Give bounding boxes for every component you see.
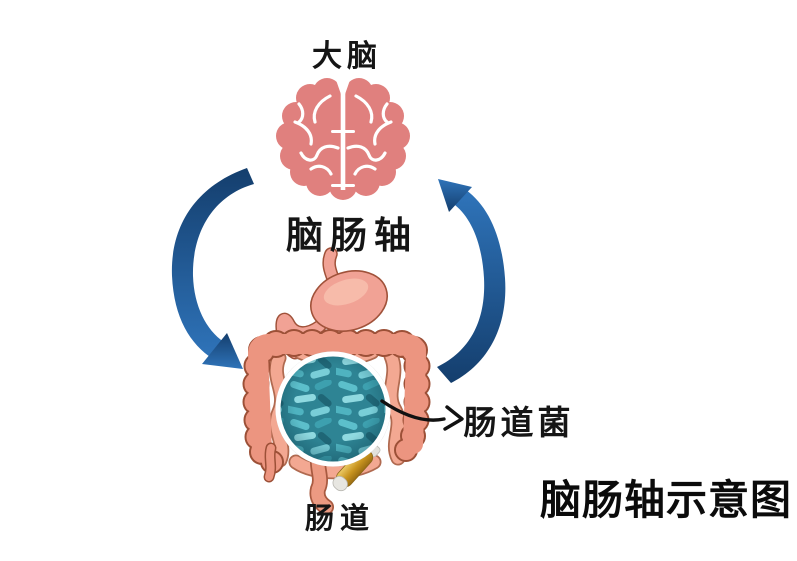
brain-icon <box>276 78 410 200</box>
brain-label: 大脑 <box>312 39 382 74</box>
axis-label: 脑肠轴 <box>286 213 418 257</box>
magnifier-icon <box>275 351 391 492</box>
pointer-arrow-icon <box>380 399 464 431</box>
cycle-arrow-right-icon <box>437 179 506 383</box>
diagram-title: 脑肠轴示意图 <box>540 476 792 524</box>
cycle-arrow-left-icon <box>171 168 254 369</box>
gut-label: 肠道 <box>305 501 375 535</box>
gut-bacteria-label: 肠道菌 <box>464 403 575 442</box>
brain-sulci-lines <box>293 80 393 190</box>
stomach <box>310 247 388 332</box>
digestive-tract-icon <box>242 247 431 515</box>
colon <box>242 329 431 483</box>
